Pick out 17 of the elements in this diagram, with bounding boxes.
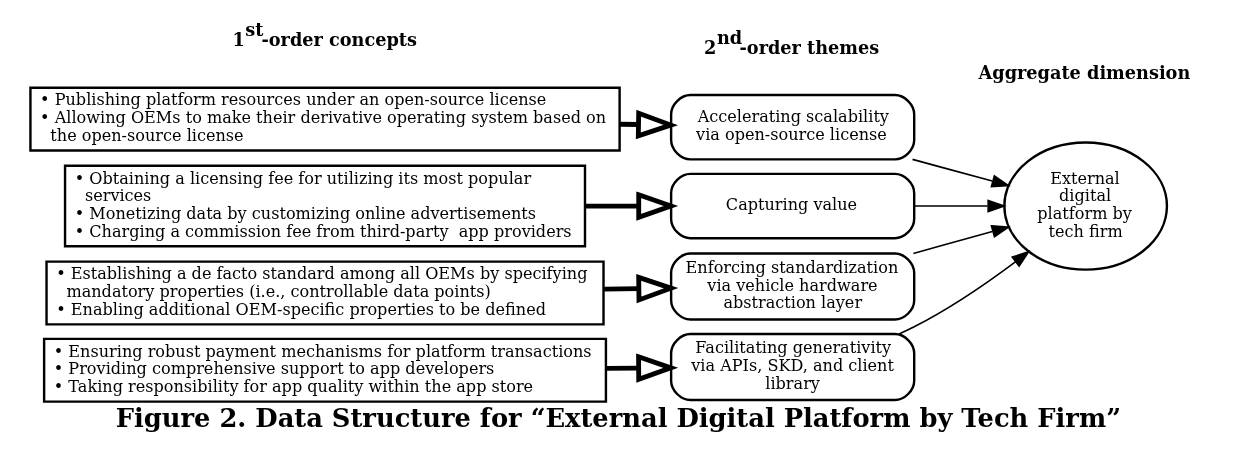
node-box: • Publishing platform resources under an open-source license • Allowing OEMs to make their derivative operating system based on the open-source license [28,86,621,152]
caption: Figure 2. Data Structure for “External Digital Platform by Tech Firm” [115,403,1121,434]
arrow [912,225,1011,255]
arrow [911,158,1011,188]
arrow [912,199,1007,213]
node-box: Enforcing standardization via vehicle hardware abstraction layer [669,252,915,321]
node-box: • Obtaining a licensing fee for utilizing its most popular services • Monetizing data by customizing online advertisements • Charging a commission fee from third-party app providers [63,164,586,248]
node-box: Capturing value [669,172,915,240]
label: Aggregate dimension [978,61,1190,83]
node-box: • Establishing a de facto standard among all OEMs by specifying mandatory properties (i.e., controllable data points) • Enabling additional OEM-specific properties to be defined [44,260,605,326]
arrow [584,191,678,221]
node-box: • Ensuring robust payment mechanisms for platform transactions • Providing comprehensive support to app developers • Taking responsibility for app quality within the app store [42,337,607,403]
node-box: Facilitating generativity via APIs, SKD, and client library [669,332,915,402]
arrow [603,274,678,304]
node-box: Accelerating scalability via open-source license [669,93,915,161]
arrow [619,109,678,140]
arrow [605,353,678,383]
